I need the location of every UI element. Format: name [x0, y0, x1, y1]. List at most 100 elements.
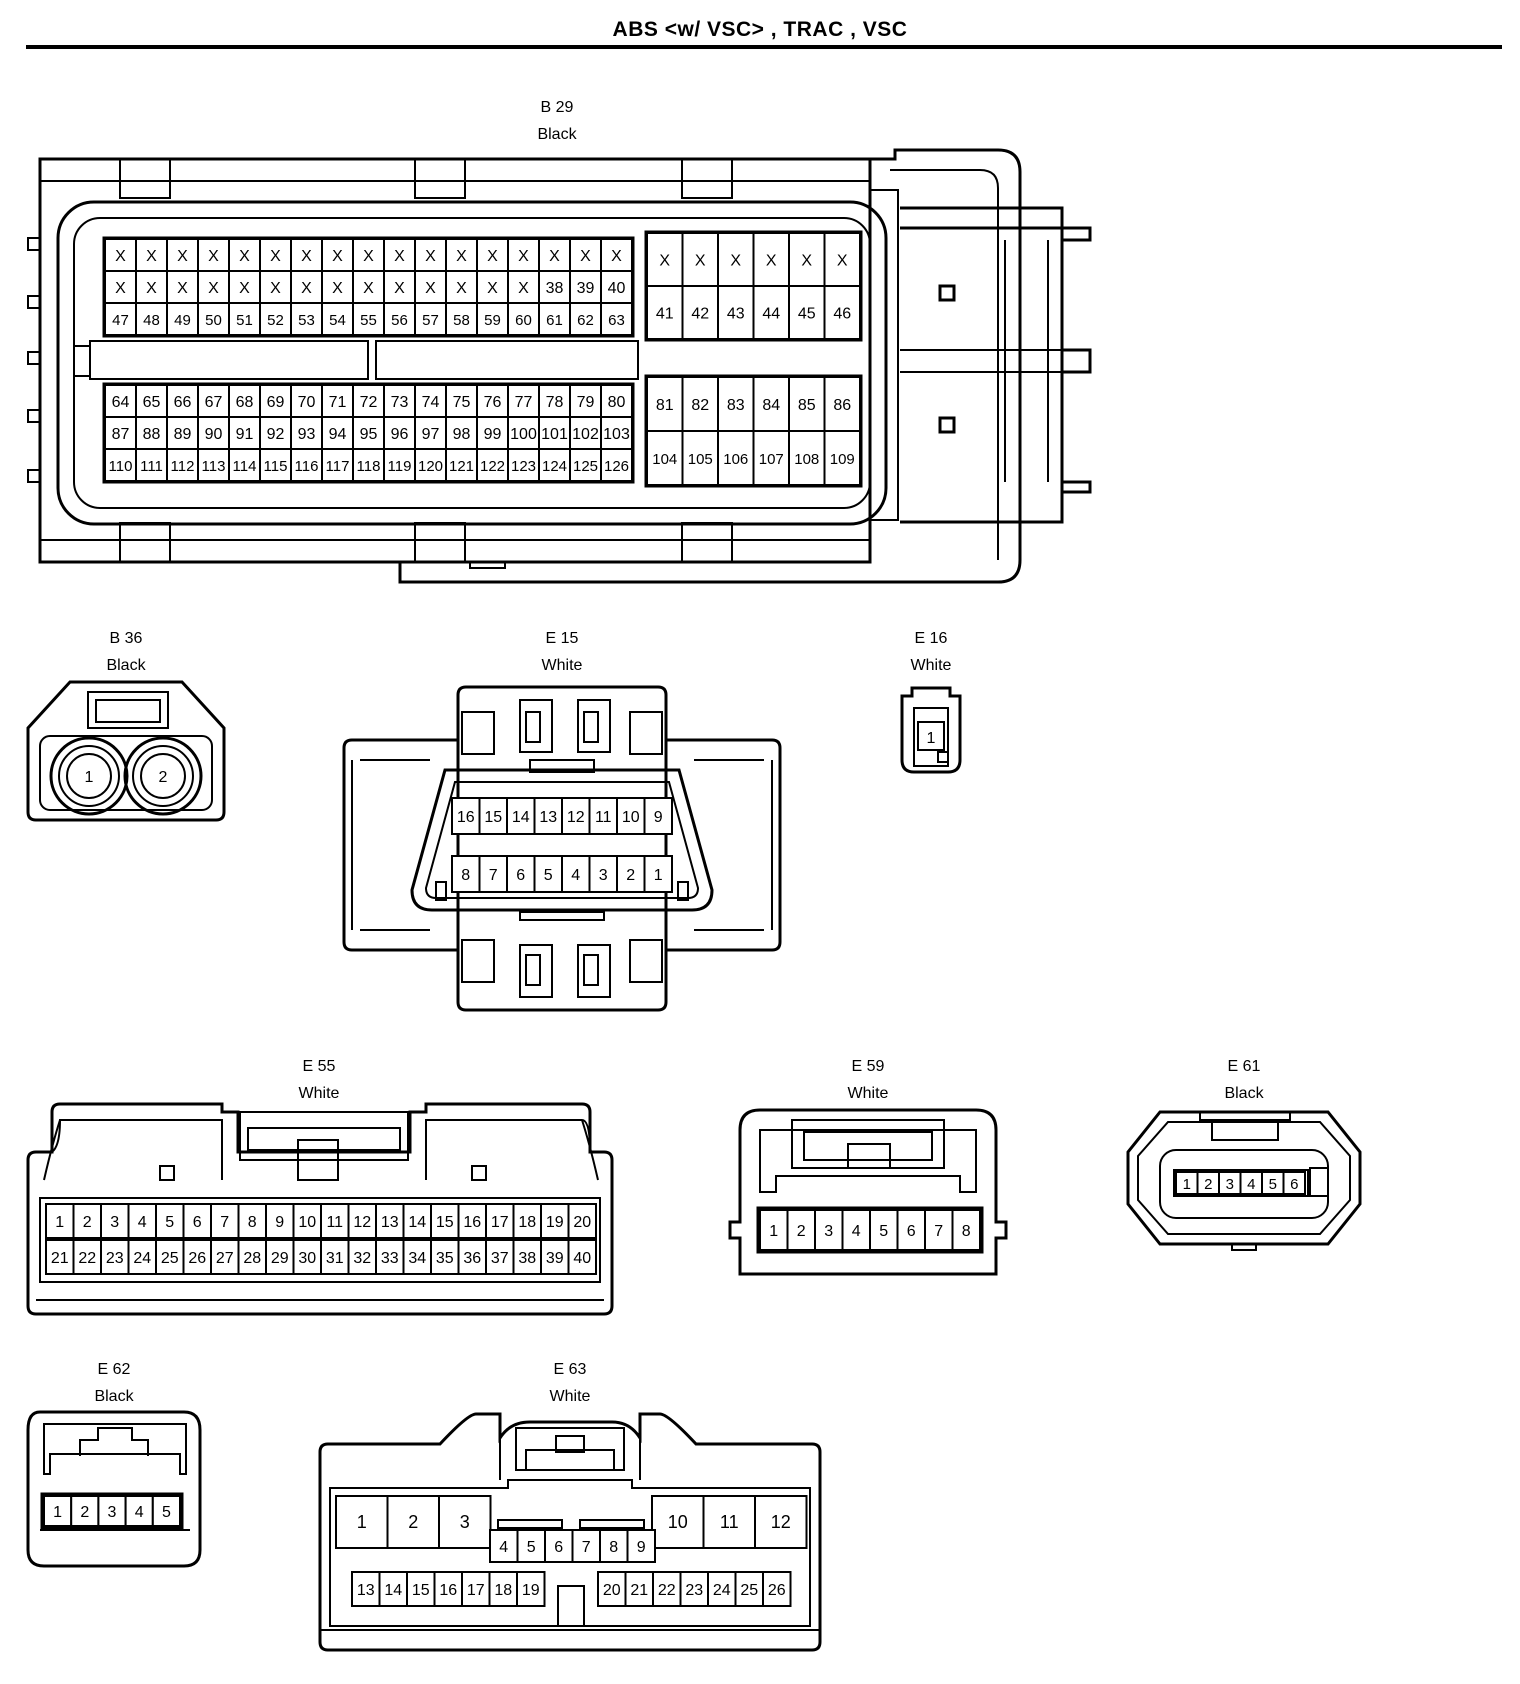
b29-pin: 56 — [391, 312, 408, 329]
e55-pin: 9 — [275, 1214, 284, 1231]
e61-pin-cell — [1282, 1171, 1306, 1195]
e55-pin: 25 — [161, 1250, 179, 1267]
e63-pin-cell — [626, 1529, 656, 1563]
b29-pin: 104 — [652, 451, 677, 468]
e63-pin-cell — [378, 1571, 408, 1607]
b29-pin: 100 — [510, 426, 537, 443]
e55-pin-cell — [45, 1239, 75, 1275]
b29-pin: 95 — [360, 426, 378, 443]
connector-e16: E 16 White 1 — [900, 630, 962, 774]
page-title: ABS <w/ VSC> , TRAC , VSC — [612, 18, 908, 41]
b29-blank-pin: X — [115, 248, 126, 265]
b29-pin: 107 — [759, 451, 784, 468]
e15-pin-cell — [451, 797, 481, 835]
e55-pin: 21 — [51, 1250, 69, 1267]
e15-pin-cell — [561, 797, 591, 835]
b29-blank-pin: X — [766, 253, 777, 270]
e63-pin: 14 — [384, 1582, 402, 1599]
b29-blank-pin-cell — [259, 238, 292, 272]
e15-pin-cell — [643, 855, 673, 893]
b29-blank-pin: X — [611, 248, 622, 265]
e55-pin-cell — [265, 1203, 295, 1239]
b29-blank-pin: X — [394, 248, 405, 265]
b29-pin-cell — [197, 384, 230, 418]
b29-blank-pin: X — [518, 280, 529, 297]
e55-pin-cell — [567, 1239, 597, 1275]
e15-pin: 14 — [512, 809, 530, 826]
b29-pin-cell — [823, 430, 861, 486]
e15-pin-cell — [533, 797, 563, 835]
e59-pin: 2 — [797, 1223, 806, 1240]
b29-blank-pin: X — [177, 280, 188, 297]
b29-blank-pin: X — [456, 248, 467, 265]
e63-pin-cell — [734, 1571, 764, 1607]
e59-color: White — [848, 1085, 889, 1102]
e15-pin: 15 — [484, 809, 502, 826]
b29-pin: 89 — [174, 426, 192, 443]
e63-pin-cell — [652, 1571, 682, 1607]
b29-pin: 88 — [143, 426, 161, 443]
e59-pin-cell — [924, 1209, 954, 1251]
b29-pin: 115 — [264, 458, 288, 475]
e59-code: E 59 — [852, 1058, 885, 1075]
e63-pin-cell — [438, 1495, 492, 1549]
e63-pin: 1 — [357, 1512, 367, 1532]
e15-pin: 3 — [599, 867, 608, 884]
b29-pin-cell — [290, 384, 323, 418]
b29-pin-cell — [681, 376, 719, 432]
e63-pin: 23 — [685, 1582, 703, 1599]
b29-pin: 84 — [762, 397, 780, 414]
e62-color: Black — [94, 1388, 134, 1405]
e55-pin-cell — [375, 1239, 405, 1275]
b29-pin: 121 — [449, 458, 474, 475]
e59-pin: 4 — [852, 1223, 861, 1240]
b29-pin-cell — [197, 302, 230, 336]
e63-pin: 2 — [408, 1512, 418, 1532]
b29-blank-pin-cell — [383, 238, 416, 272]
b29-pin: 76 — [484, 394, 502, 411]
b29-blank-pin: X — [487, 248, 498, 265]
b29-pin: 101 — [541, 426, 568, 443]
e59-pin: 5 — [879, 1223, 888, 1240]
b29-pin: 80 — [608, 394, 626, 411]
e15-pin: 8 — [461, 867, 470, 884]
b29-pin: 55 — [360, 312, 377, 329]
b29-pin-cell — [788, 285, 826, 340]
e61-pin: 6 — [1290, 1176, 1298, 1193]
b29-pin: 58 — [453, 312, 470, 329]
e15-pin: 9 — [654, 809, 663, 826]
e63-pin: 6 — [554, 1539, 563, 1556]
b29-blank-pin: X — [146, 248, 157, 265]
b29-pin: 49 — [174, 312, 191, 329]
e55-pin-cell — [210, 1203, 240, 1239]
e63-pin: 18 — [494, 1582, 512, 1599]
b29-blank-pin-cell — [445, 238, 478, 272]
b29-pin: 46 — [833, 306, 851, 323]
e63-pin-cell — [754, 1495, 808, 1549]
b29-pin: 114 — [233, 458, 257, 475]
e63-pin-cell — [406, 1571, 436, 1607]
b29-blank-pin: X — [301, 280, 312, 297]
b29-blank-pin: X — [425, 248, 436, 265]
b29-pin: 54 — [329, 312, 346, 329]
b29-blank-pin: X — [239, 280, 250, 297]
b29-blank-pin: X — [332, 248, 343, 265]
e63-pin-cell — [651, 1495, 705, 1549]
b29-pin-cell — [681, 285, 719, 340]
b29-blank-pin-cell — [600, 238, 633, 272]
e15-pin: 4 — [571, 867, 580, 884]
e15-pin: 16 — [457, 809, 475, 826]
e63-pin-cell — [702, 1495, 756, 1549]
b29-blank-pin: X — [730, 253, 741, 270]
b29-pin-cell — [104, 302, 137, 336]
b29-pin-cell — [259, 384, 292, 418]
b29-blank-pin: X — [837, 253, 848, 270]
b29-blank-pin-cell — [321, 238, 354, 272]
b29-pin-cell — [569, 416, 602, 450]
e55-pin: 22 — [78, 1250, 96, 1267]
